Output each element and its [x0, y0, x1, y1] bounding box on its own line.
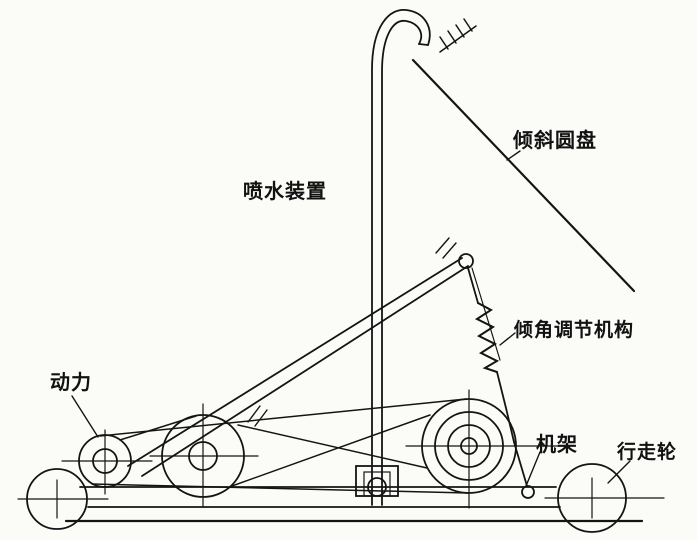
belt-lines [91, 398, 469, 494]
middle-pulley [149, 403, 259, 507]
right-walking-wheel [544, 463, 665, 533]
label-power: 动力 [50, 370, 92, 394]
boom-struts [127, 257, 469, 477]
label-frame: 机架 [536, 432, 578, 456]
label-inclined-disc: 倾斜圆盘 [513, 128, 597, 152]
fixed-support-hatching [439, 18, 477, 53]
leader-lines [71, 150, 631, 487]
label-tilt-adjust-mechanism: 倾角调节机构 [514, 319, 635, 341]
pipe-base-mount [355, 465, 399, 497]
inclined-disc-line [411, 58, 636, 293]
tilt-adjust-spring [467, 267, 535, 499]
spray-pipe [371, 9, 431, 506]
frame-and-ground-lines [64, 486, 644, 523]
left-walking-wheel [17, 468, 109, 530]
label-walking-wheel: 行走轮 [617, 441, 678, 463]
label-spray-device: 喷水装置 [243, 179, 327, 203]
